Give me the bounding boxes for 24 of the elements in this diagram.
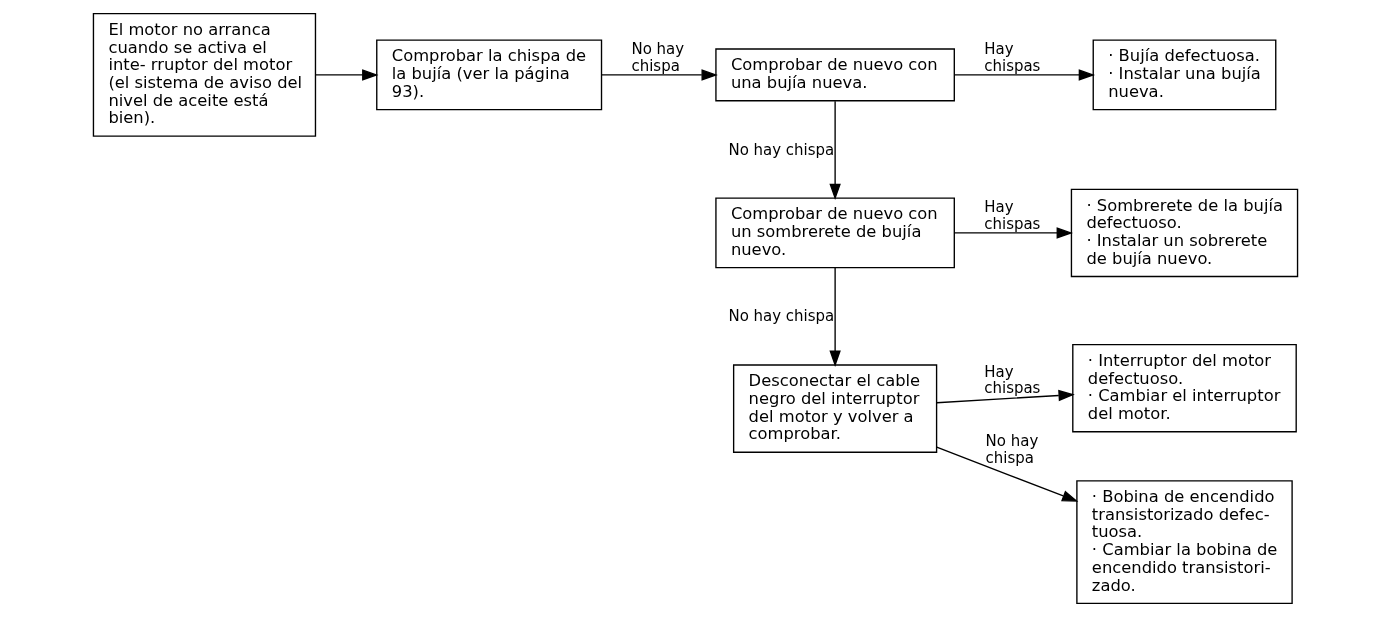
arrow: [600, 69, 718, 81]
node-box: Comprobar de nuevo con un sombrerete de bujía nuevo.: [714, 197, 955, 269]
edge-label: No hay chispa: [985, 432, 1038, 467]
node-box: Comprobar la chispa de la bujía (ver la página 93).: [375, 39, 602, 111]
arrow: [828, 100, 841, 201]
node-box: · Sombrerete de la bujía defectuoso. · Instalar un sobrerete de bujía nuevo.: [1070, 188, 1298, 278]
node-box: Desconectar el cable negro del interruptor del motor y volver a comprobar.: [732, 364, 937, 453]
arrow: [828, 266, 841, 367]
arrow: [953, 227, 1073, 239]
node-box: El motor no arranca cuando se activa el inte- rruptor del motor (el sistema de aviso del nivel de aceite está bien).: [92, 12, 316, 137]
arrow: [935, 446, 1078, 502]
edge-label: Hay chispas: [983, 40, 1040, 75]
arrow: [314, 69, 378, 81]
edge-label: Hay chispas: [983, 198, 1040, 233]
edge-label: No hay chispa: [727, 140, 834, 159]
node-box: · Bobina de encendido transistorizado defec- tuosa. · Cambiar la bobina de encendido transistori- zado.: [1075, 480, 1293, 605]
arrow: [953, 69, 1095, 81]
node-box: · Interruptor del motor defectuoso. · Cambiar el interruptor del motor.: [1071, 343, 1297, 433]
edge-label: No hay chispa: [630, 40, 684, 75]
arrow: [935, 389, 1075, 404]
edge-label: No hay chispa: [727, 307, 834, 326]
node-box: · Bujía defectuosa. · Instalar una bujía nueva.: [1092, 39, 1276, 111]
edge-label: Hay chispas: [983, 363, 1040, 398]
node-box: Comprobar de nuevo con una bujía nueva.: [714, 48, 955, 102]
